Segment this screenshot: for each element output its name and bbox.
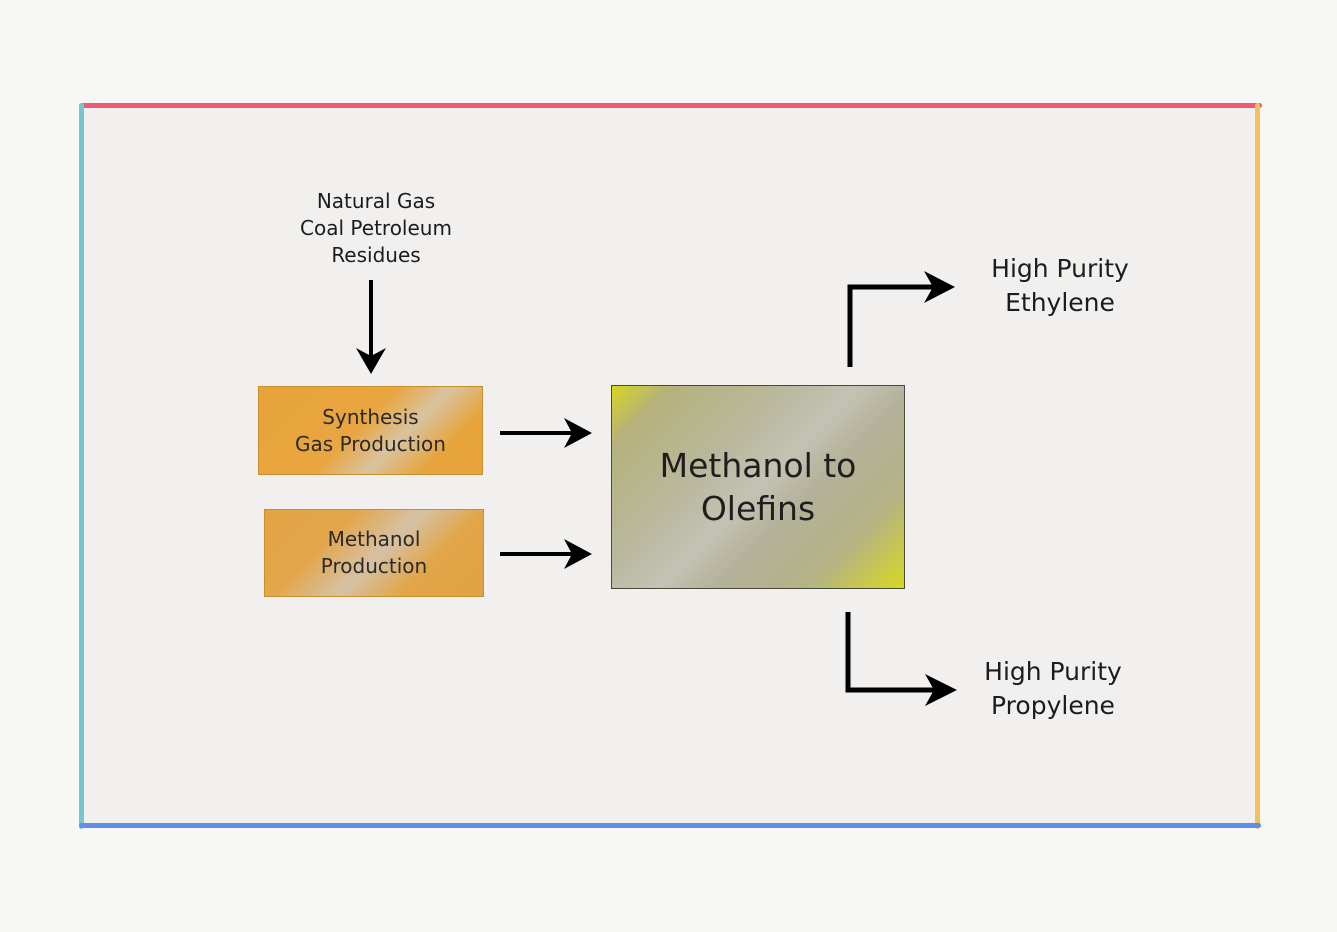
ethylene-output-label: High Purity Ethylene — [960, 252, 1160, 320]
propylene-line-2: Propylene — [991, 691, 1115, 720]
methanol-production-line-1: Methanol — [327, 527, 421, 551]
feedstock-line-3: Residues — [331, 243, 421, 267]
methanol-production-line-2: Production — [320, 554, 428, 578]
synthesis-gas-production-box: Synthesis Gas Production — [258, 386, 483, 475]
synthesis-gas-line-1: Synthesis — [322, 404, 419, 429]
frame-bottom-border — [79, 823, 1261, 828]
mto-line-1: Methanol to — [659, 446, 857, 485]
feedstock-line-2: Coal Petroleum — [300, 216, 452, 240]
mto-line-2: Olefins — [700, 489, 816, 528]
ethylene-line-1: High Purity — [991, 254, 1129, 283]
feedstock-label: Natural Gas Coal Petroleum Residues — [276, 188, 476, 269]
methanol-production-box: Methanol Production — [264, 509, 484, 597]
methanol-to-olefins-box: Methanol to Olefins — [611, 385, 905, 589]
propylene-line-1: High Purity — [984, 657, 1122, 686]
frame-right-border — [1255, 103, 1260, 829]
ethylene-line-2: Ethylene — [1005, 288, 1115, 317]
frame-top-border — [80, 103, 1262, 108]
synthesis-gas-line-2: Gas Production — [295, 431, 446, 456]
feedstock-line-1: Natural Gas — [316, 189, 436, 213]
frame-left-border — [79, 103, 84, 829]
propylene-output-label: High Purity Propylene — [953, 655, 1153, 723]
